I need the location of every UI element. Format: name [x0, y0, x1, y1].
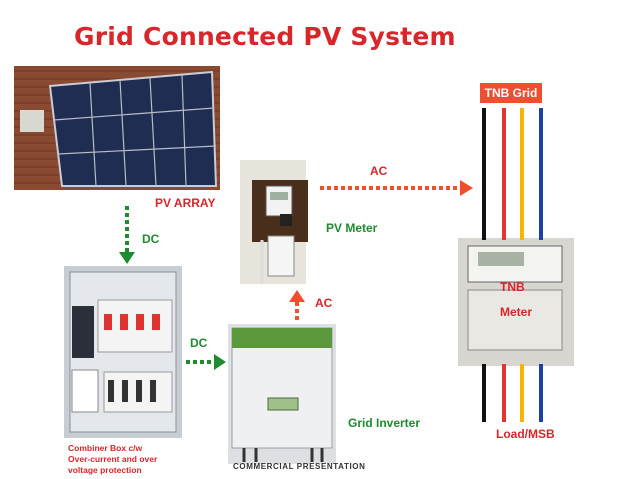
dc-arrow-right [186, 354, 226, 370]
dc-arrow-down [119, 206, 135, 264]
combiner-note-line2: Over-current and over [68, 454, 158, 464]
pv-array-label: PV ARRAY [155, 196, 216, 210]
tnb-meter-label-1: TNB [500, 280, 525, 294]
dc-bottom-label: DC [190, 336, 208, 350]
combiner-box-photo [64, 266, 182, 438]
pv-meter-photo [240, 160, 308, 284]
combiner-note-line3: voltage protection [68, 465, 142, 475]
solar-panel-photo [14, 66, 220, 190]
tnb-grid-label: TNB Grid [480, 83, 542, 103]
footer-text: COMMERCIAL PRESENTATION [233, 462, 366, 471]
tnb-meter-label-2: Meter [500, 305, 533, 319]
tnb-meter-photo [458, 238, 574, 366]
combiner-note-line1: Combiner Box c/w [68, 443, 143, 453]
inverter-photo [228, 324, 336, 464]
load-msb-label: Load/MSB [496, 427, 555, 441]
tnb-grid-wires [482, 108, 543, 240]
grid-inverter-label: Grid Inverter [348, 416, 421, 430]
dc-top-label: DC [142, 232, 160, 246]
pv-meter-label: PV Meter [326, 221, 378, 235]
ac-arrow-up [289, 290, 305, 320]
combiner-box-note: Combiner Box c/w Over-current and over v… [68, 443, 188, 476]
page-title: Grid Connected PV System [74, 22, 456, 51]
load-wires [482, 364, 543, 422]
ac-mid-label: AC [315, 296, 333, 310]
ac-arrow-right [320, 180, 473, 196]
ac-top-label: AC [370, 164, 388, 178]
